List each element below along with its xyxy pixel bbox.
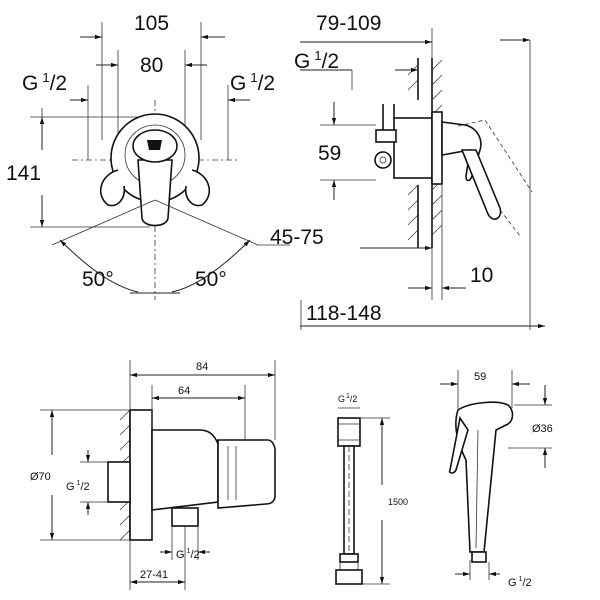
width-outer-label: 105 bbox=[134, 12, 169, 35]
side-height-label: 59 bbox=[318, 142, 341, 165]
wall-outlet-view bbox=[40, 360, 276, 590]
angle-right-label: 50° bbox=[195, 268, 227, 291]
outlet-range-bottom-label: 27-41 bbox=[140, 569, 168, 581]
angle-left-label: 50° bbox=[82, 268, 114, 291]
front-view bbox=[30, 22, 290, 300]
handshower-view bbox=[440, 370, 552, 580]
side-view bbox=[300, 28, 545, 330]
offset-label: 10 bbox=[470, 264, 493, 287]
width-inner-label: 80 bbox=[140, 54, 163, 77]
hose-view bbox=[335, 407, 390, 585]
hose-thread-label: G1/2 bbox=[338, 393, 357, 404]
depth-total-label: 118-148 bbox=[306, 302, 382, 325]
range-mid-label: 45-75 bbox=[270, 226, 324, 249]
handshower-width-label: 59 bbox=[474, 371, 486, 383]
height-label: 141 bbox=[6, 162, 41, 185]
hose-length-label: 1500 bbox=[388, 497, 408, 507]
handshower-diameter-label: Ø36 bbox=[532, 423, 553, 435]
depth-range-label: 79-109 bbox=[316, 12, 381, 35]
outlet-diameter-label: Ø70 bbox=[30, 471, 51, 483]
outlet-width-total-label: 84 bbox=[196, 361, 208, 373]
outlet-width-body-label: 64 bbox=[178, 385, 190, 397]
